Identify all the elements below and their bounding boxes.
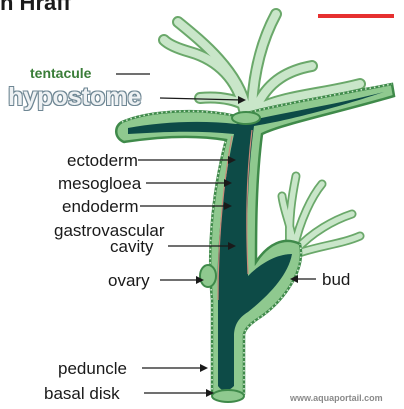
label-bud: bud [322, 271, 350, 288]
label-endoderm: endoderm [62, 198, 139, 215]
label-peduncle: peduncle [58, 360, 127, 377]
watermark: www.aquaportail.com [290, 394, 383, 403]
label-tentacule: tentacule [30, 66, 91, 80]
label-ovary: ovary [108, 272, 150, 289]
label-hypostome: hypostome [8, 85, 141, 110]
label-ectoderm: ectoderm [67, 152, 138, 169]
ovary-bump [200, 265, 216, 287]
label-basal-disk: basal disk [44, 385, 120, 402]
label-cavity: cavity [110, 238, 153, 255]
title-fragment: n Hraff [0, 0, 71, 14]
label-mesogloea: mesogloea [58, 175, 141, 192]
